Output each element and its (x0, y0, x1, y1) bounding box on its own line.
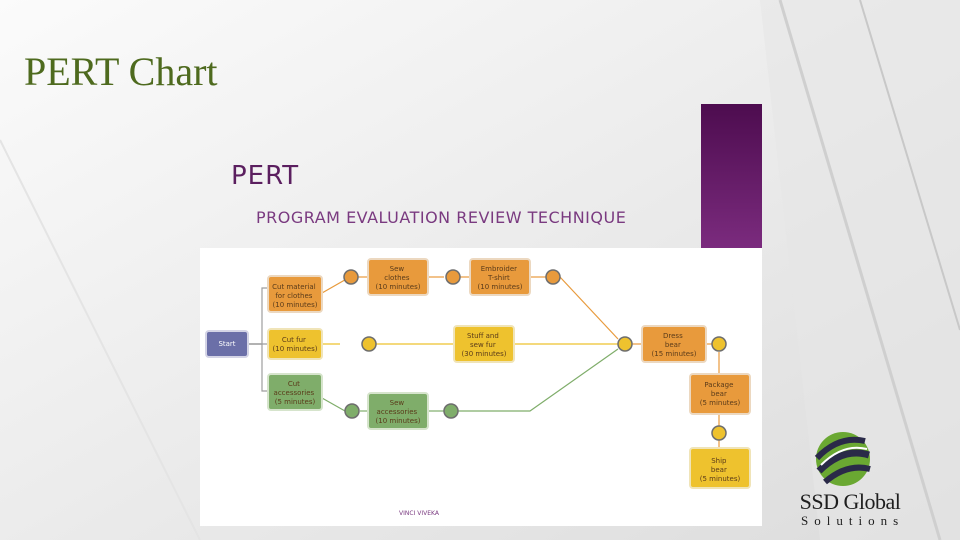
task-line: Dress (663, 332, 683, 340)
svg-text:Dress bear (15 min: Dress bear (15 minutes) (652, 332, 697, 358)
connector (321, 397, 346, 412)
task-line: T-shirt (487, 274, 510, 282)
task-line: clothes (384, 274, 410, 282)
task-dress-bear (641, 325, 707, 363)
logo-name: SSD Global (799, 489, 901, 514)
connector (248, 343, 268, 392)
pert-subtitle: PROGRAM EVALUATION REVIEW TECHNIQUE (256, 208, 627, 227)
task-sew-clothes (367, 258, 429, 296)
decorative-purple-band (701, 104, 762, 248)
globe-logo-icon (814, 432, 871, 486)
task-cut-material (267, 275, 323, 313)
task-line: (5 minutes) (700, 475, 741, 483)
task-line: (5 minutes) (275, 398, 316, 406)
task-line: sew fur (470, 341, 496, 349)
company-logo: SSD Global Solutions (795, 425, 905, 533)
task-line: (10 minutes) (376, 283, 421, 291)
task-line: Sew (390, 265, 405, 273)
task-embroider-tshirt (469, 258, 531, 296)
task-line: Cut fur (282, 336, 306, 344)
svg-text:Cut fur (10 minutes): Cut fur (10 minutes) (273, 336, 318, 353)
task-line: Cut material (272, 283, 316, 291)
task-line: bear (711, 390, 727, 398)
svg-text:Sew accessories (1: Sew accessories (10 minutes) (376, 399, 421, 425)
task-line: (10 minutes) (376, 417, 421, 425)
event-node (711, 336, 727, 352)
task-cut-accessories (267, 373, 323, 411)
connector (559, 276, 619, 340)
event-node (617, 336, 633, 352)
task-cut-fur (267, 328, 323, 360)
svg-text:Embroider T-shirt: Embroider T-shirt (10 minutes) (478, 265, 523, 291)
task-line: (15 minutes) (652, 350, 697, 358)
connector (248, 287, 268, 345)
slide-title: PERT Chart (24, 49, 218, 94)
event-node (344, 403, 360, 419)
start-label: Start (218, 340, 235, 348)
task-line: (30 minutes) (462, 350, 507, 358)
pert-heading: PERT (231, 161, 300, 191)
task-line: accessories (377, 408, 418, 416)
task-line: Stuff and (467, 332, 499, 340)
task-line: bear (665, 341, 681, 349)
task-package-bear (689, 373, 751, 415)
event-node (361, 336, 377, 352)
event-node (545, 269, 561, 285)
svg-text:Sew clothes (10 mi: Sew clothes (10 minutes) (376, 265, 421, 291)
task-line: Cut (288, 380, 300, 388)
task-line: Embroider (481, 265, 517, 273)
svg-text:Stuff and sew fur: Stuff and sew fur (30 minutes) (462, 332, 507, 358)
task-line: Sew (390, 399, 405, 407)
task-line: (10 minutes) (478, 283, 523, 291)
task-line: for clothes (275, 292, 312, 300)
task-line: (5 minutes) (700, 399, 741, 407)
pert-network: Start Cut material for clothes (10 minut… (205, 258, 751, 489)
task-ship-bear (689, 447, 751, 489)
svg-text:Cut material for clothes: Cut material for clothes (10 minutes) (272, 283, 318, 309)
event-node (711, 425, 727, 441)
diagram-credit: VINCI VIVEKA (399, 510, 439, 517)
task-line: bear (711, 466, 727, 474)
logo-subtitle: Solutions (801, 513, 905, 528)
task-line: (10 minutes) (273, 345, 318, 353)
task-line: accessories (274, 389, 315, 397)
event-node (445, 269, 461, 285)
task-line: Ship (711, 457, 727, 465)
start-node (205, 330, 249, 358)
event-node (343, 269, 359, 285)
svg-text:Cut accessories (5: Cut accessories (5 minutes) (274, 380, 317, 406)
svg-text:Ship bear (5 minut: Ship bear (5 minutes) (700, 457, 741, 483)
pert-diagram: Start Cut material for clothes (10 minut… (200, 248, 762, 526)
svg-text:Package bear (5 mi: Package bear (5 minutes) (700, 381, 741, 407)
task-line: (10 minutes) (273, 301, 318, 309)
task-stuff-sew-fur (453, 325, 515, 363)
connector (458, 348, 619, 412)
task-sew-accessories (367, 392, 429, 430)
event-node (443, 403, 459, 419)
task-line: Package (704, 381, 733, 389)
